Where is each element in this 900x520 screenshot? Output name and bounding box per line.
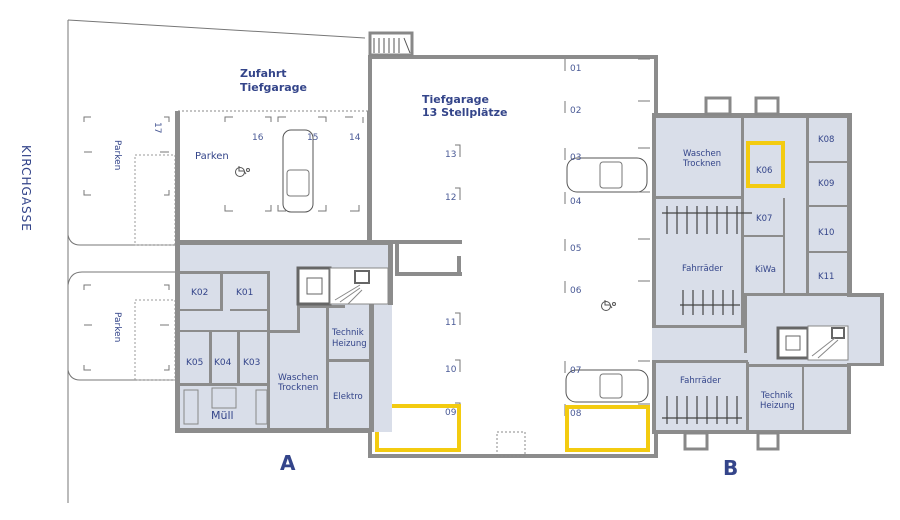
- room-b-tech-1: Technik: [760, 391, 793, 401]
- spot-divider: [564, 360, 650, 373]
- room-a-k03: K03: [243, 358, 260, 368]
- spot-11-label: 11: [445, 318, 456, 328]
- room-a-k05: K05: [186, 358, 203, 368]
- spot-01-label: 01: [570, 64, 581, 74]
- highlight-room-k06[interactable]: [746, 141, 785, 188]
- garage-car-icon: [565, 157, 649, 403]
- spot-05-label: 05: [570, 244, 581, 254]
- spot-divider: [455, 312, 461, 325]
- building-a: [175, 240, 393, 433]
- spot-divider: [564, 238, 650, 251]
- bike-rack-icons: [662, 206, 752, 424]
- room-b-k09: K09: [818, 179, 834, 189]
- room-b-k10: K10: [818, 228, 834, 238]
- spot-divider: [564, 147, 650, 160]
- room-b-k06: K06: [756, 166, 772, 176]
- garage-wheelchair-icon: [601, 300, 616, 311]
- room-a-wash-2: Trocknen: [277, 383, 318, 393]
- room-a-k02: K02: [191, 288, 208, 298]
- spot-16: 16: [252, 133, 264, 143]
- garage-capacity: 13 Stellplätze: [422, 106, 508, 119]
- wheelchair-icon: [235, 166, 250, 177]
- spot-divider: [455, 144, 461, 157]
- spot-divider: [564, 280, 650, 293]
- spot-03-label: 03: [570, 153, 581, 163]
- outdoor-parking-marks: [83, 116, 170, 371]
- street-name: KIRCHGASSE: [19, 145, 33, 232]
- right-spot-labels: 01 02 03 04 05 06 07 08: [564, 58, 650, 419]
- spot-06-label: 06: [570, 286, 582, 296]
- spot-divider: [455, 359, 461, 372]
- spot-07-label: 07: [570, 366, 581, 376]
- room-b-wash-1: Waschen: [683, 149, 721, 159]
- room-a-wash-1: Waschen: [278, 373, 318, 383]
- room-b-k07: K07: [756, 214, 772, 224]
- room-b-bikes-2: Fahrräder: [680, 376, 721, 386]
- spot-divider: [564, 100, 650, 113]
- spot-15: 15: [307, 133, 318, 143]
- room-b-k11: K11: [818, 272, 834, 282]
- room-b-bikes-1: Fahrräder: [682, 264, 723, 274]
- room-a-elektro: Elektro: [333, 392, 363, 402]
- spot-divider: [455, 187, 461, 200]
- room-b-kiwa: KiWa: [755, 265, 776, 275]
- spot-13-label: 13: [445, 150, 456, 160]
- spot-divider: [564, 58, 650, 71]
- spot-10-label: 10: [445, 365, 457, 375]
- spot-08-label: 08: [570, 409, 582, 419]
- outdoor-parking-label-top: Parken: [112, 140, 122, 170]
- room-a-k01: K01: [236, 288, 253, 298]
- spot-divider: [564, 191, 650, 204]
- garage-title: Tiefgarage: [422, 93, 489, 106]
- driveway-label-2: Tiefgarage: [240, 81, 307, 94]
- upper-parking: [175, 110, 372, 242]
- upper-parking-label: Parken: [195, 151, 229, 162]
- room-a-muell: Müll: [211, 409, 234, 422]
- spot-02-label: 02: [570, 106, 581, 116]
- spot-09-label: 09: [445, 408, 457, 418]
- building-b: [652, 96, 884, 451]
- left-spot-labels: 13 12 11 10 09: [445, 144, 461, 418]
- highlight-spot-08[interactable]: [565, 405, 650, 452]
- car-icon: [282, 129, 314, 213]
- building-a-label: A: [280, 451, 296, 475]
- room-a-k04: K04: [214, 358, 232, 368]
- spot-17: 17: [152, 122, 162, 133]
- spot-14: 14: [349, 133, 361, 143]
- spot-04-label: 04: [570, 197, 582, 207]
- room-b-wash-2: Trocknen: [682, 159, 721, 169]
- room-b-k08: K08: [818, 135, 834, 145]
- outdoor-parking-label-bottom: Parken: [112, 312, 122, 342]
- room-a-tech-1: Technik: [331, 328, 364, 338]
- spot-12-label: 12: [445, 193, 456, 203]
- room-b-tech-2: Heizung: [760, 401, 795, 411]
- building-b-label: B: [723, 456, 738, 480]
- room-a-tech-2: Heizung: [332, 339, 367, 349]
- driveway-label-1: Zufahrt: [240, 67, 287, 80]
